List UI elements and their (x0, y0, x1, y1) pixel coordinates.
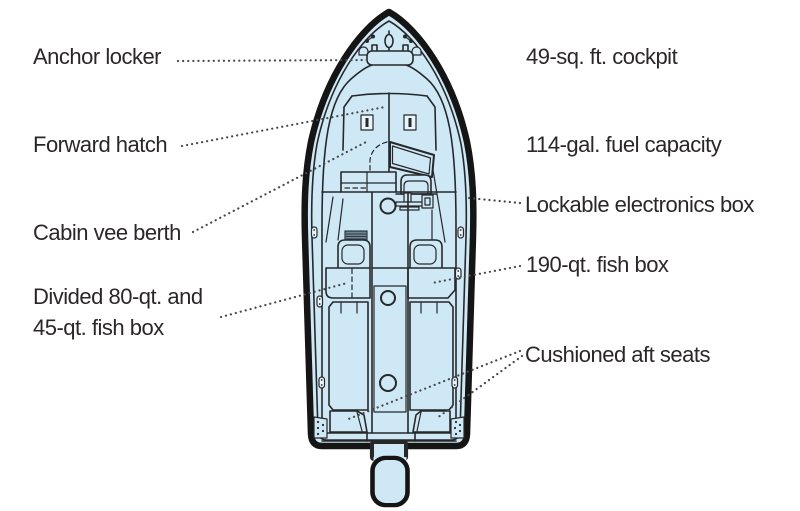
fish-box-divided (325, 267, 371, 299)
fish-box-190 (407, 267, 456, 299)
steering-wheel (379, 197, 397, 215)
leader-aft-seats-left (344, 349, 522, 422)
bow-cleats (365, 34, 413, 43)
deck-plate-forward (380, 290, 396, 306)
windshield (389, 141, 446, 243)
galley-module (340, 171, 397, 193)
bow-chocks (358, 46, 422, 56)
label-fuel-capacity: 114-gal. fuel capacity (526, 132, 722, 157)
label-divided-fish-box-line2: 45-qt. fish box (33, 315, 164, 340)
leader-electronics-box (467, 196, 522, 205)
forward-hatch-hinges (360, 114, 417, 131)
label-divided-fish-box: Divided 80-qt. and 45-qt. fish box (33, 281, 203, 343)
label-electronics-box: Lockable electronics box (525, 192, 754, 217)
leader-aft-seats-right (435, 354, 524, 420)
aft-seat-right (412, 410, 451, 433)
outboard-motor (369, 439, 410, 508)
leader-cabin-vee-berth (191, 139, 370, 234)
helm-seat (395, 174, 437, 195)
motor-well (366, 432, 416, 442)
jump-seat-left (337, 239, 371, 269)
leader-lines (176, 58, 524, 422)
label-fish-box-190: 190-qt. fish box (526, 252, 669, 277)
label-cockpit: 49-sq. ft. cockpit (526, 44, 678, 69)
side-pocket-lines (325, 196, 433, 243)
anchor-locker-hatch (366, 44, 414, 66)
center-aisle (371, 192, 409, 434)
label-anchor-locker: Anchor locker (33, 44, 162, 69)
electronics-box (421, 194, 434, 209)
label-aft-seats: Cushioned aft seats (525, 342, 710, 367)
label-forward-hatch: Forward hatch (33, 132, 168, 157)
label-cabin-vee-berth: Cabin vee berth (33, 220, 181, 245)
stern-corner-pads (313, 416, 465, 439)
long-locker-right (409, 301, 454, 411)
label-divided-fish-box-line1: Divided 80-qt. and (33, 284, 203, 309)
deck-plate-aft (379, 374, 397, 392)
leader-fish-box-190 (430, 264, 522, 285)
jump-seat-right (409, 239, 443, 269)
aft-seat-left (329, 410, 368, 433)
vee-berth-outline (369, 141, 388, 191)
bow-navigation-light (384, 30, 394, 52)
long-locker-left (328, 301, 369, 411)
leader-divided-fish-box (219, 281, 349, 319)
leader-anchor-locker (176, 58, 370, 63)
gunwale-latches (310, 226, 465, 389)
